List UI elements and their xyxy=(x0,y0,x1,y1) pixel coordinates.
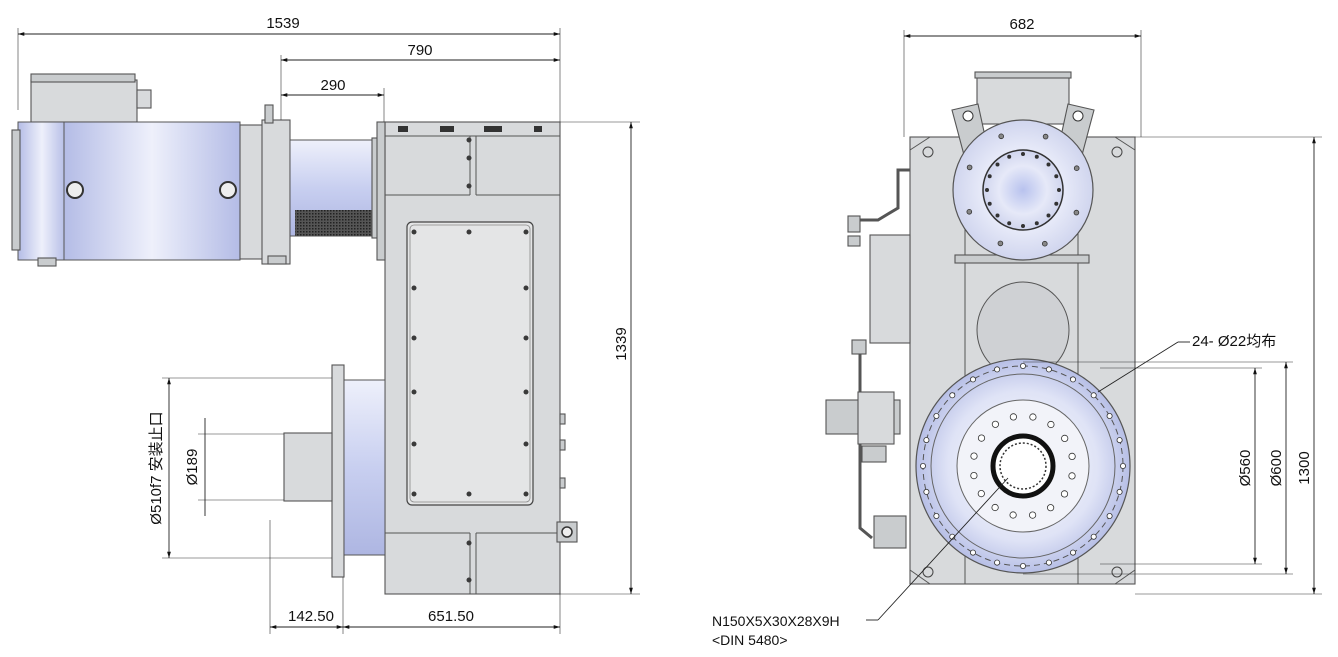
bolt-hole xyxy=(1070,549,1077,556)
motor-body xyxy=(63,121,241,261)
dim-motor-to-housing: 790 xyxy=(407,42,432,59)
vent-mesh xyxy=(295,210,373,236)
bolt-hole xyxy=(966,209,973,215)
bolt-hole xyxy=(1073,165,1080,172)
bolt-hole xyxy=(1057,187,1062,192)
bolt-hole xyxy=(949,392,956,399)
bolt-hole xyxy=(1073,209,1080,216)
bolt-hole xyxy=(923,437,930,444)
bolt-hole xyxy=(966,164,973,171)
bolt-hole xyxy=(1007,154,1012,159)
note-spline-standard: <DIN 5480> xyxy=(712,632,788,648)
dim-housing-height: 1339 xyxy=(613,327,630,360)
bolt-hole xyxy=(991,503,999,512)
dim-pilot-diameter: Ø510f7 安装止口 xyxy=(148,411,165,524)
bolt-hole xyxy=(1009,413,1018,421)
bolt-hole xyxy=(1021,151,1026,156)
bolt-hole xyxy=(1106,412,1113,419)
bolt-hole xyxy=(1042,133,1049,140)
bolt-hole xyxy=(994,559,1001,566)
inspection-cover xyxy=(406,221,534,506)
terminal-box xyxy=(30,79,138,123)
dim-output-offset: 651.50 xyxy=(428,608,474,625)
side-view xyxy=(825,71,1136,585)
dim-side-height: 1300 xyxy=(1296,451,1313,484)
motor-end-cap xyxy=(17,121,67,261)
bolt-hole xyxy=(1070,376,1077,383)
bolt-hole xyxy=(970,376,977,383)
bolt-hole xyxy=(1054,174,1059,179)
bolt-hole xyxy=(1061,434,1069,442)
bolt-hole xyxy=(1090,392,1097,399)
bolt-hole xyxy=(1068,472,1076,480)
bolt-hole xyxy=(1021,223,1026,228)
bolt-hole xyxy=(994,366,1001,373)
bolt-hole xyxy=(995,213,1000,218)
front-view xyxy=(11,73,578,595)
bolt-hole xyxy=(933,513,940,520)
bolt-hole xyxy=(1046,213,1051,218)
bolt-hole xyxy=(1060,490,1069,498)
bolt-hole xyxy=(987,201,992,206)
bolt-hole xyxy=(1020,362,1027,369)
bolt-hole xyxy=(920,462,927,469)
output-flange xyxy=(331,364,345,578)
cover-bolts xyxy=(411,137,529,583)
bolt-hole xyxy=(985,187,990,192)
bolt-hole xyxy=(1034,221,1039,226)
dim-overall-length: 1539 xyxy=(266,15,299,32)
bolt-hole xyxy=(987,174,992,179)
right-dimensions xyxy=(866,30,1322,621)
bolt-hole xyxy=(970,549,977,556)
bolt-hole xyxy=(1090,533,1097,540)
bolt-hole xyxy=(970,471,978,480)
bolt-hole xyxy=(1046,162,1051,167)
bolt-hole xyxy=(1029,511,1037,519)
left-dimensions xyxy=(17,28,640,634)
bolt-hole xyxy=(977,434,986,442)
note-bolt-pattern: 24- Ø22均布 xyxy=(1192,333,1276,350)
bolt-hole xyxy=(1106,513,1113,520)
bolt-hole xyxy=(1116,437,1123,444)
dim-bolt-circle: Ø560 xyxy=(1237,450,1254,487)
bolt-hole xyxy=(1120,462,1127,469)
bolt-hole xyxy=(997,240,1004,247)
dim-flange-diameter: Ø600 xyxy=(1268,450,1285,487)
bolt-hole xyxy=(1045,366,1052,373)
bolt-hole xyxy=(1007,221,1012,226)
output-shaft xyxy=(283,432,333,502)
side-bolts xyxy=(920,133,1127,570)
bolt-hole xyxy=(995,162,1000,167)
bolt-hole xyxy=(998,133,1004,140)
bolt-hole xyxy=(1042,240,1048,247)
bolt-hole xyxy=(977,489,985,498)
bolt-hole xyxy=(991,420,1000,428)
bolt-hole xyxy=(1116,488,1123,495)
dim-flange-offset: 142.50 xyxy=(288,608,334,625)
dim-coupling-length: 290 xyxy=(320,77,345,94)
aux-box xyxy=(869,234,911,344)
bolt-hole xyxy=(923,488,930,495)
bolt-hole xyxy=(1054,201,1059,206)
note-spline-spec: N150X5X30X28X9H xyxy=(712,613,840,629)
bolt-hole xyxy=(1029,413,1037,421)
dim-side-width: 682 xyxy=(1009,16,1034,33)
bolt-hole xyxy=(1034,154,1039,159)
dim-shaft-diameter: Ø189 xyxy=(184,449,201,486)
bolt-hole xyxy=(1047,504,1055,512)
bolt-hole xyxy=(1047,420,1055,429)
bolt-hole xyxy=(1045,559,1052,566)
bolt-hole xyxy=(1068,452,1076,460)
bolt-hole xyxy=(1020,563,1027,570)
bolt-hole xyxy=(970,452,978,460)
bolt-hole xyxy=(933,412,940,419)
bolt-hole xyxy=(1009,511,1017,519)
